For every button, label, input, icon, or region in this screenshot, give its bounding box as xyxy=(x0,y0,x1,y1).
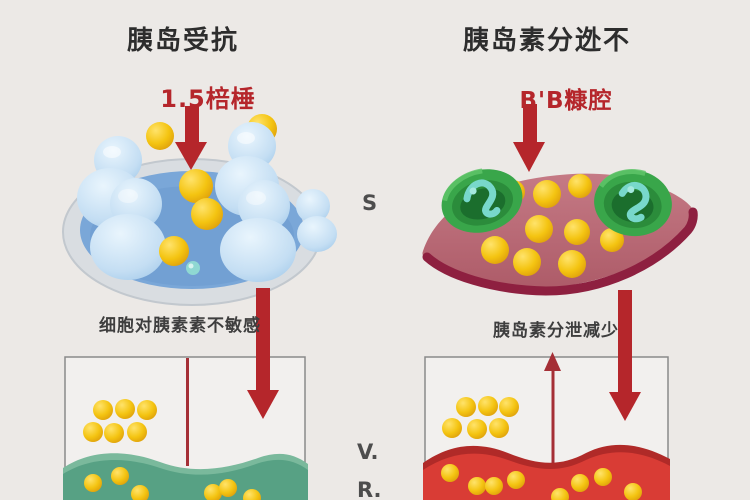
organ-dark-edge xyxy=(422,207,698,296)
left-dose-label: 1.5棓棰 xyxy=(160,85,256,113)
left-down-arrow-icon xyxy=(175,106,207,170)
green-liquid xyxy=(63,453,308,500)
left-panel-title: 胰岛受抗 xyxy=(126,26,240,56)
insulin-ball-icon xyxy=(481,174,624,278)
right-caption: 胰岛素分泄减少 xyxy=(493,321,619,341)
cell-blob-icon xyxy=(77,122,337,282)
left-long-down-arrow-icon xyxy=(247,288,279,419)
left-divider-line xyxy=(186,358,189,466)
right-down-arrow-icon xyxy=(513,104,545,172)
islet-icon xyxy=(441,168,523,233)
left-caption: 细胞对胰素素不敏感 xyxy=(99,316,261,336)
red-liquid xyxy=(423,444,670,500)
right-up-arrow-icon xyxy=(544,352,561,500)
side-label-v: V. xyxy=(357,440,379,464)
glucose-dots xyxy=(83,399,157,443)
glucose-dots xyxy=(442,396,519,439)
pancreas-illustration xyxy=(422,104,698,296)
right-chart-box xyxy=(423,352,670,500)
insulin-ball-icon xyxy=(159,169,223,275)
right-long-down-arrow-icon xyxy=(609,290,641,421)
left-chart-box xyxy=(63,356,308,500)
side-label-r: R. xyxy=(357,478,382,500)
right-dose-label: B'B糠腔 xyxy=(519,88,613,114)
islet-icon xyxy=(594,169,672,237)
cell-plate-illustration xyxy=(62,106,337,306)
right-panel-title: 胰岛素分迯不 xyxy=(462,26,632,56)
side-label-s: S xyxy=(362,191,378,215)
